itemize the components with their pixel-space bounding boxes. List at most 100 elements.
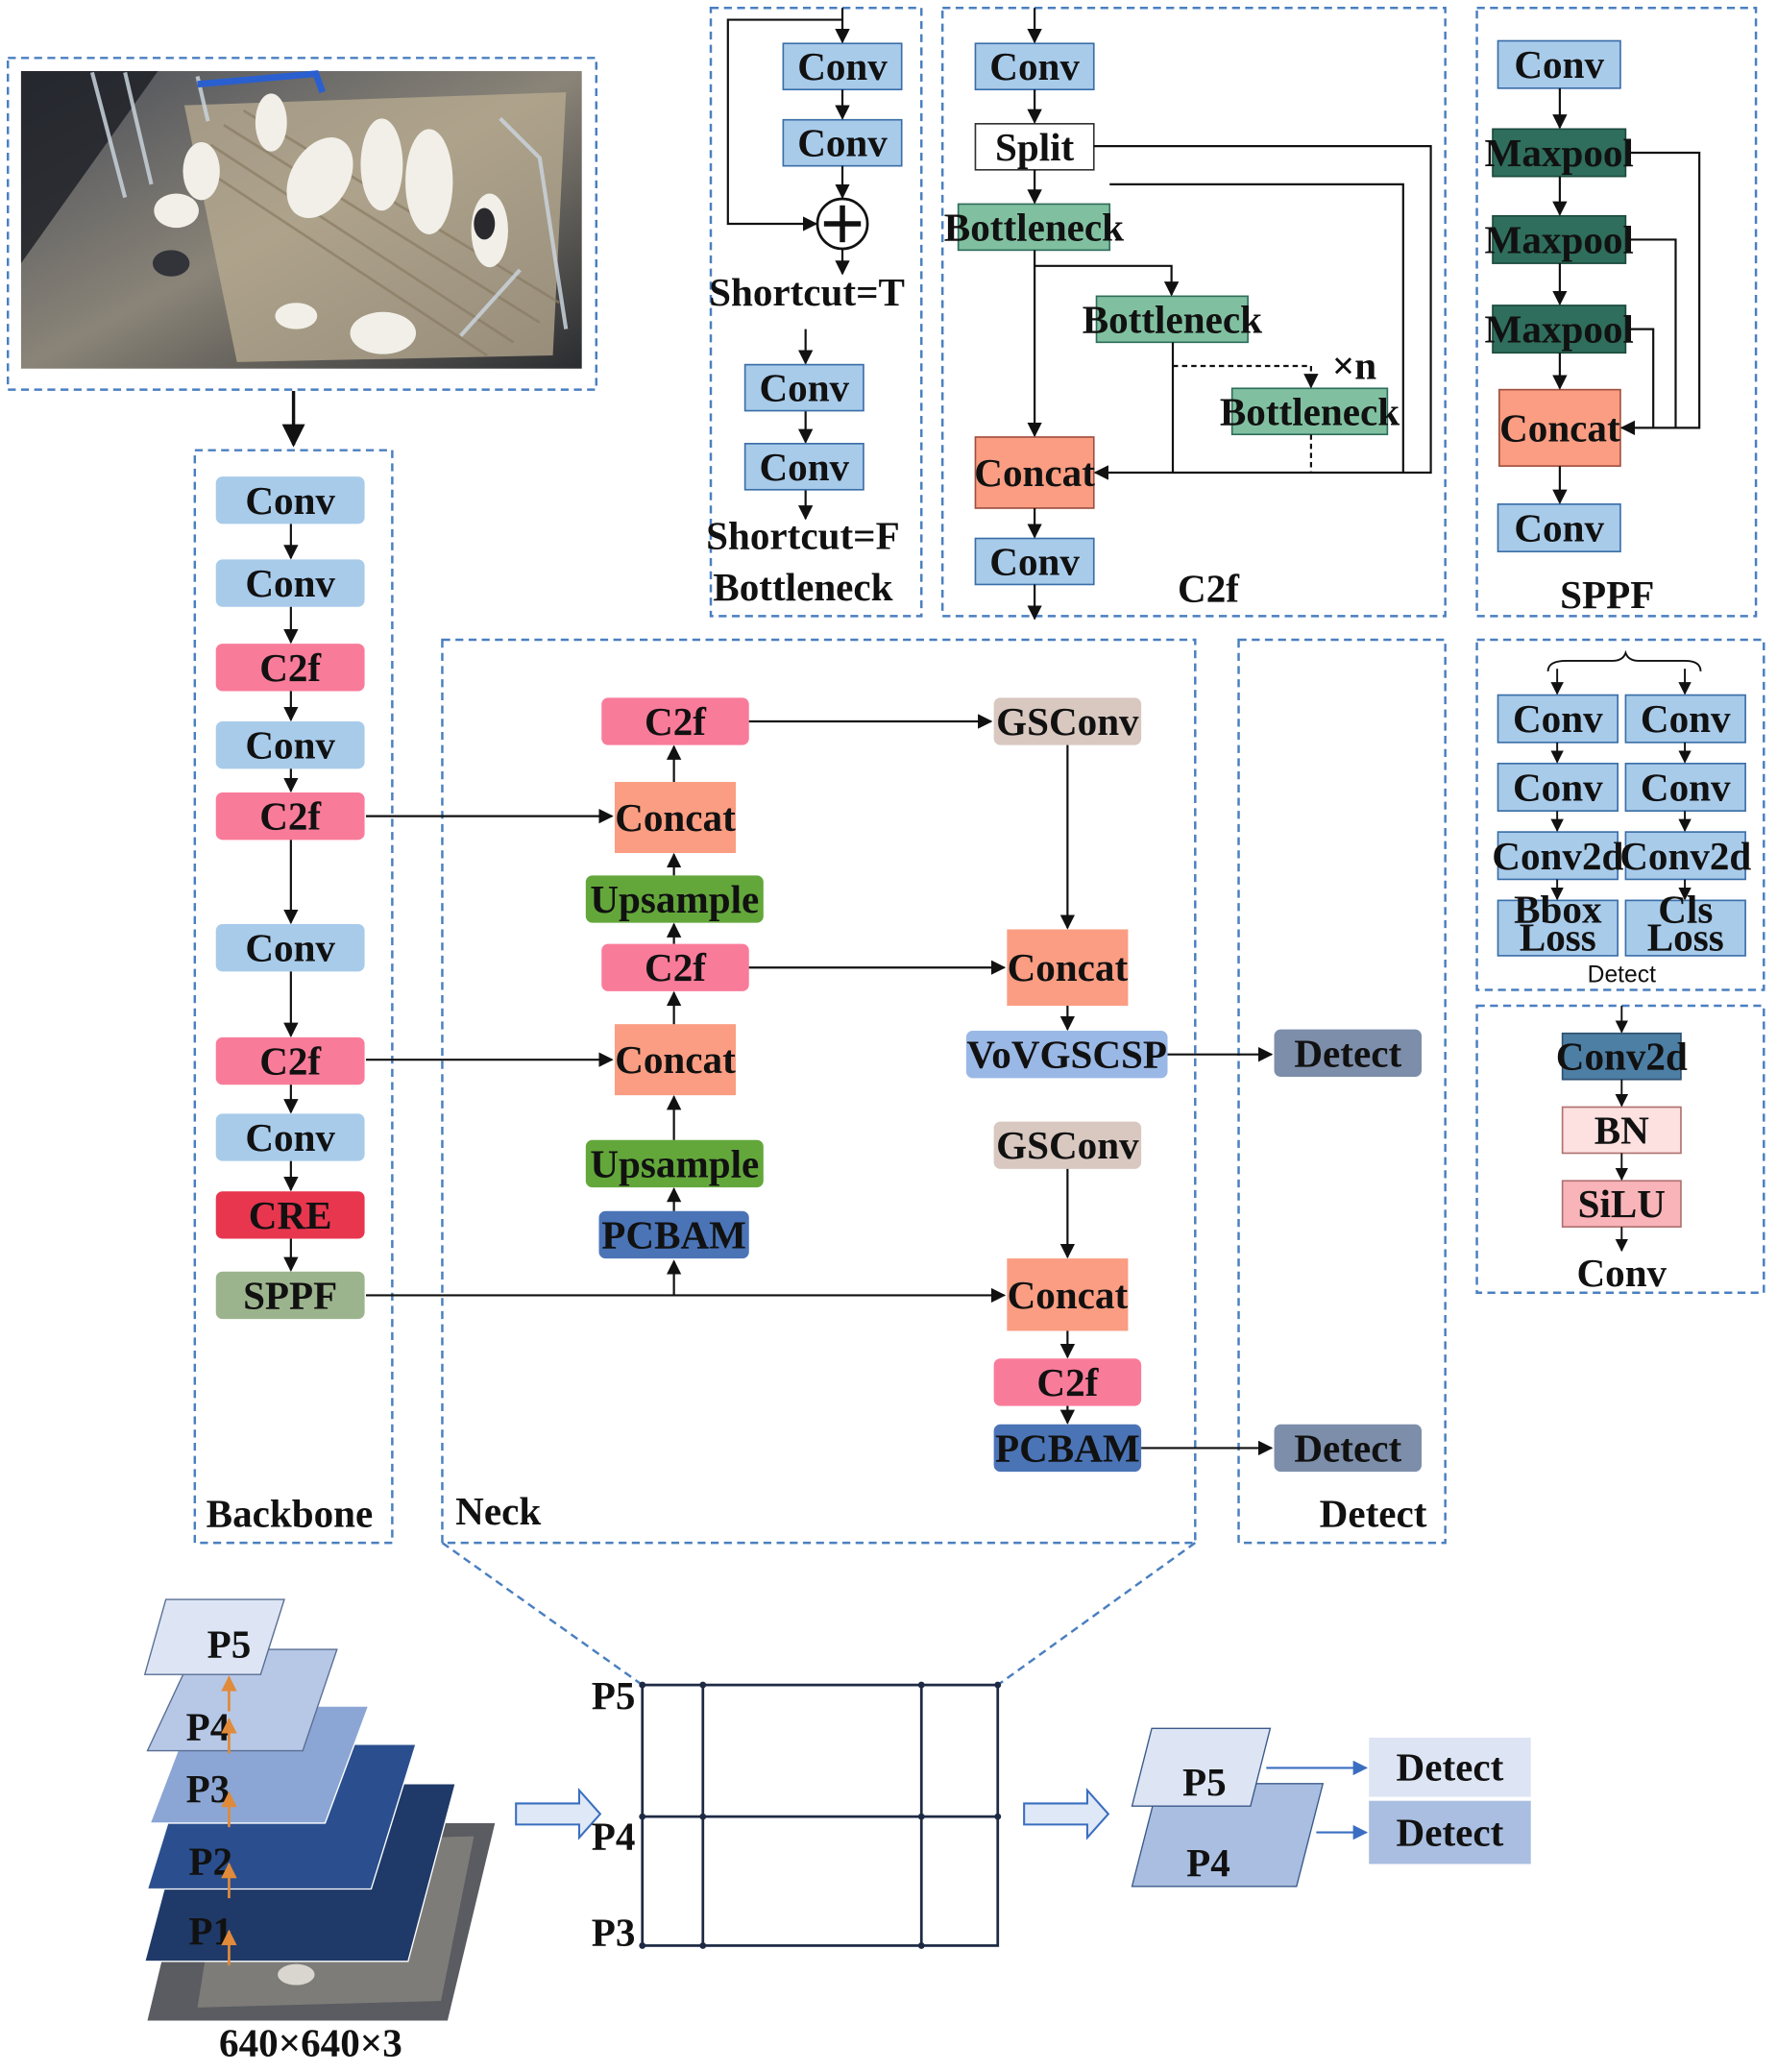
output-layer: P5 [1131, 1727, 1272, 1807]
svg-text:P3: P3 [186, 1767, 231, 1811]
svg-text:C2f: C2f [259, 646, 322, 690]
svg-text:P4: P4 [1186, 1840, 1230, 1885]
detect-conv: Conv [1624, 763, 1746, 812]
svg-text:Conv: Conv [759, 445, 849, 489]
output-detect: Detect [1369, 1737, 1531, 1797]
neck-block: VoVGSCSP [965, 1031, 1168, 1079]
conv-conv2d: Conv2d [1556, 1032, 1688, 1081]
backbone-block: SPPF [215, 1271, 365, 1320]
sppf-title: SPPF [1560, 573, 1654, 617]
svg-text:Concat: Concat [974, 451, 1095, 495]
shortcut-true-label: Shortcut=T [709, 270, 905, 314]
neck-block: C2f [993, 1358, 1142, 1406]
sppf-conv: Conv [1497, 503, 1621, 553]
svg-text:PCBAM: PCBAM [995, 1426, 1140, 1470]
bottleneck-conv: Conv [743, 443, 864, 491]
svg-text:P5: P5 [207, 1621, 252, 1666]
sppf-maxpool: Maxpool [1485, 305, 1634, 354]
detect-conv: Conv [1624, 694, 1746, 743]
neck-block: C2f [601, 943, 749, 991]
output-detect: Detect [1369, 1800, 1531, 1865]
detect-conv2d: Conv2d [1492, 831, 1624, 881]
svg-text:C2f: C2f [645, 699, 707, 743]
svg-text:Conv: Conv [1641, 766, 1731, 810]
neck-block: C2f [601, 697, 749, 745]
backbone: Conv Conv C2f Conv C2f Conv C2f Conv CRE… [207, 476, 374, 1536]
svg-text:Conv: Conv [797, 44, 888, 88]
svg-text:Conv2d: Conv2d [1492, 834, 1623, 878]
svg-text:Bottleneck: Bottleneck [944, 205, 1124, 249]
detect-head: Detect [1274, 1424, 1422, 1473]
neck-block: Concat [1007, 1258, 1129, 1331]
svg-text:Conv2d: Conv2d [1556, 1035, 1688, 1079]
svg-text:Split: Split [995, 125, 1075, 169]
c2f-bottleneck: Bottleneck [1220, 387, 1400, 436]
plus-circle-icon [815, 197, 869, 251]
conv-silu: SiLU [1561, 1180, 1682, 1229]
backbone-block: Conv [215, 720, 365, 769]
svg-text:Loss: Loss [1647, 914, 1724, 959]
svg-text:CRE: CRE [249, 1193, 332, 1237]
svg-text:Conv: Conv [989, 539, 1080, 583]
panel-borders [6, 7, 1765, 1687]
svg-text:Conv2d: Conv2d [1619, 834, 1751, 878]
svg-text:Conv: Conv [245, 723, 335, 768]
svg-text:GSConv: GSConv [996, 1123, 1139, 1167]
backbone-block: CRE [215, 1191, 365, 1239]
svg-text:Conv: Conv [1513, 696, 1603, 741]
cls-loss: Cls Loss [1624, 888, 1746, 959]
svg-text:Conv: Conv [245, 561, 335, 605]
fpn-label: P3 [592, 1910, 636, 1954]
svg-text:Conv: Conv [797, 121, 888, 165]
c2f-split: Split [974, 123, 1095, 171]
bottleneck-module: Conv Conv Shortcut=T Conv Conv Shortcut=… [706, 8, 905, 609]
svg-text:C2f: C2f [259, 794, 322, 839]
svg-text:Detect: Detect [1397, 1745, 1504, 1790]
bottleneck-conv: Conv [782, 118, 903, 167]
sppf-module: Conv Maxpool Maxpool Maxpool Concat Conv… [1485, 39, 1701, 617]
backbone-title: Backbone [207, 1492, 374, 1536]
detect-conv2d: Conv2d [1619, 831, 1751, 881]
svg-text:GSConv: GSConv [996, 699, 1139, 743]
fpn-label: P4 [592, 1814, 636, 1858]
neck-block: Upsample [585, 875, 764, 923]
svg-text:Concat: Concat [1008, 1273, 1129, 1317]
svg-text:P4: P4 [186, 1705, 231, 1749]
neck-block: PCBAM [598, 1210, 749, 1259]
svg-text:SPPF: SPPF [243, 1273, 337, 1317]
flow-arrow [515, 1788, 602, 1840]
svg-text:Concat: Concat [1499, 405, 1620, 450]
neck-block: Concat [614, 1024, 736, 1096]
sppf-maxpool: Maxpool [1485, 128, 1634, 178]
sppf-maxpool: Maxpool [1485, 214, 1634, 264]
bbox-loss: Bbox Loss [1497, 888, 1619, 959]
svg-text:Conv: Conv [245, 478, 335, 523]
svg-text:Concat: Concat [1008, 945, 1129, 989]
fpn-grid: P5 P4 P3 [592, 1673, 1002, 1954]
svg-text:Concat: Concat [615, 1037, 736, 1082]
bottleneck-conv: Conv [743, 363, 864, 412]
bottleneck-conv: Conv [782, 42, 903, 91]
svg-text:C2f: C2f [645, 945, 707, 989]
backbone-block: Conv [215, 924, 365, 972]
backbone-block: C2f [215, 792, 365, 841]
neck: C2f Concat Upsample C2f Concat Upsample … [365, 697, 1274, 1533]
svg-text:Conv: Conv [1514, 42, 1604, 86]
svg-text:Detect: Detect [1294, 1031, 1401, 1075]
svg-text:Conv: Conv [245, 1115, 335, 1159]
repeat-label: ×n [1332, 344, 1376, 388]
pyramid-layer: P5 [143, 1598, 285, 1675]
sppf-concat: Concat [1498, 388, 1621, 467]
backbone-block: Conv [215, 1113, 365, 1161]
svg-text:Conv: Conv [759, 366, 849, 410]
detect-head: Detect [1274, 1029, 1422, 1077]
svg-text:Concat: Concat [615, 795, 736, 840]
svg-text:Detect: Detect [1397, 1811, 1504, 1855]
c2f-title: C2f [1178, 566, 1240, 610]
neck-block: Upsample [585, 1139, 764, 1188]
svg-text:Detect: Detect [1294, 1426, 1401, 1470]
svg-text:Bottleneck: Bottleneck [1083, 297, 1262, 341]
c2f-conv: Conv [974, 42, 1095, 91]
c2f-bottleneck: Bottleneck [1083, 295, 1262, 344]
